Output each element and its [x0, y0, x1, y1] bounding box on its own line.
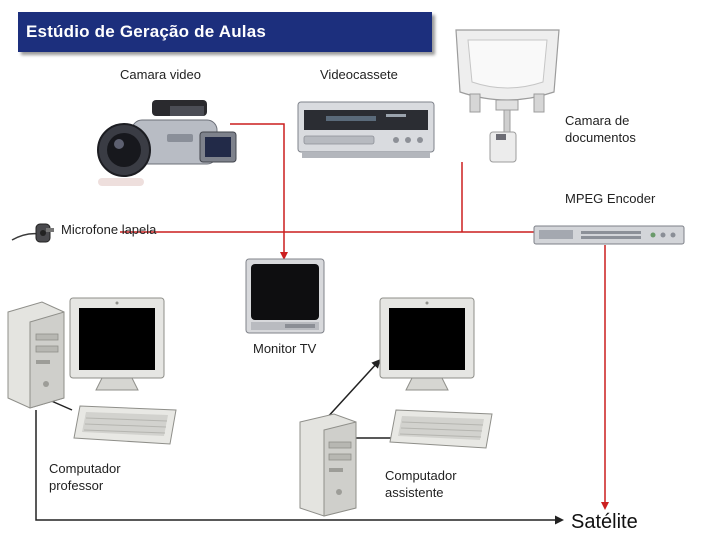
label-professor-line1: Computador: [49, 460, 121, 477]
label-doccam-line1: Camara de: [565, 112, 629, 129]
label-microphone: Microfone lapela: [61, 221, 156, 238]
label-doccam-line2: documentos: [565, 129, 636, 146]
computer-monitor-icon: [68, 296, 166, 396]
keyboard-icon: [388, 404, 496, 452]
label-camera: Camara video: [120, 66, 201, 83]
lapel-microphone-icon: [10, 218, 56, 246]
video-camera-icon: [92, 92, 242, 192]
page-title: Estúdio de Geração de Aulas: [26, 22, 266, 42]
vcr-icon: [296, 100, 436, 162]
document-camera-icon: [450, 20, 565, 166]
computer-monitor-icon: [378, 296, 476, 396]
computer-icon: [2, 298, 66, 410]
label-professor-line2: professor: [49, 477, 103, 494]
mpeg-encoder-icon: [533, 224, 685, 248]
label-vcr: Videocassete: [320, 66, 398, 83]
label-encoder: MPEG Encoder: [565, 190, 655, 207]
label-assistant-line2: assistente: [385, 484, 444, 501]
label-monitor: Monitor TV: [253, 340, 316, 357]
tv-monitor-icon: [245, 258, 325, 336]
label-assistant-line1: Computador: [385, 467, 457, 484]
title-banner: Estúdio de Geração de Aulas: [18, 12, 432, 52]
computer-icon: [296, 410, 358, 518]
label-satellite: Satélite: [571, 510, 638, 534]
keyboard-icon: [72, 400, 180, 448]
